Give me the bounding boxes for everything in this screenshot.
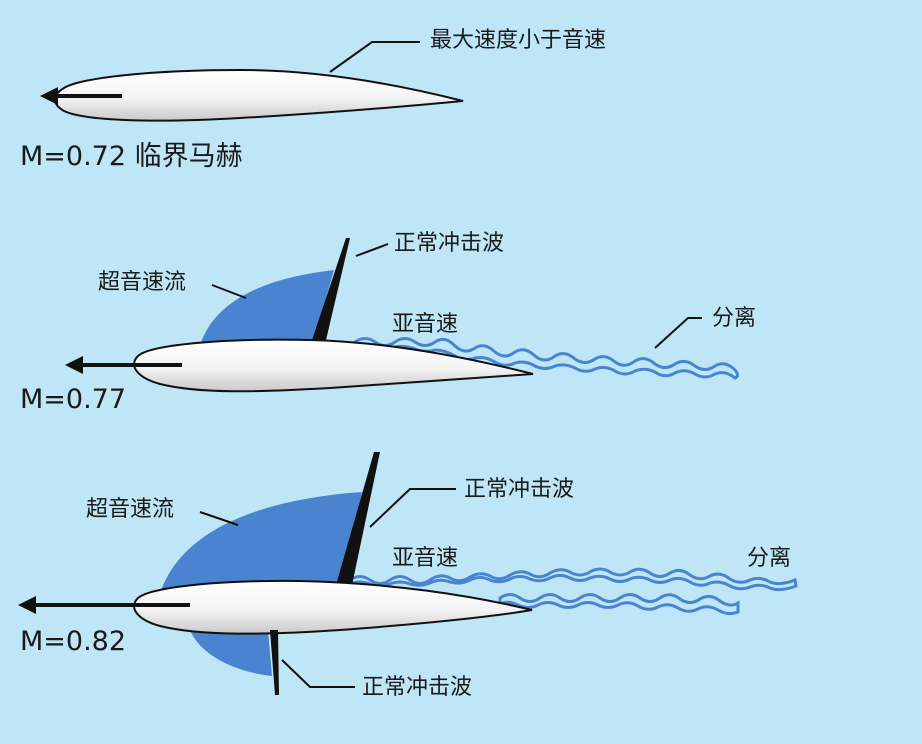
label-supersonic-2: 超音速流	[98, 270, 187, 295]
leader-shock-2	[355, 243, 389, 257]
supersonic-region-2	[200, 270, 334, 345]
wake-2	[353, 337, 739, 380]
panel-2	[65, 238, 739, 393]
normal-shock-3-bottom	[270, 630, 279, 695]
label-subsonic-3: 亚音速	[392, 546, 459, 571]
leader-supersonic-2	[211, 284, 247, 299]
normal-shock-3-top	[336, 452, 380, 585]
mach-label-1: M=0.72 临界马赫	[20, 141, 243, 172]
flight-arrow-1	[40, 87, 122, 105]
label-separation-2: 分离	[712, 306, 757, 331]
flight-arrow-3	[18, 596, 190, 614]
airfoil-3	[133, 579, 533, 635]
mach-label-3: M=0.82	[20, 626, 127, 657]
leader-shock-3-top	[369, 488, 456, 528]
flight-arrow-2	[65, 356, 182, 374]
label-max-speed: 最大速度小于音速	[430, 28, 607, 53]
label-normal-shock-3-bottom: 正常冲击波	[362, 675, 473, 700]
supersonic-region-3-bottom	[190, 630, 272, 676]
leader-shock-3-bottom	[281, 659, 355, 688]
normal-shock-2	[312, 238, 350, 340]
wake-3-upper	[348, 567, 798, 592]
leader-max-speed	[329, 41, 420, 73]
label-normal-shock-3-top: 正常冲击波	[464, 477, 575, 502]
airfoil-2	[133, 338, 534, 393]
label-normal-shock-2: 正常冲击波	[394, 231, 505, 256]
label-separation-3: 分离	[747, 546, 792, 571]
leader-supersonic-3	[199, 511, 239, 526]
leader-separation-2	[654, 317, 702, 349]
wake-3-lower	[498, 593, 740, 616]
panel-1	[40, 41, 464, 122]
mach-label-2: M=0.77	[20, 384, 127, 415]
supersonic-region-3-top	[158, 492, 362, 600]
label-subsonic-2: 亚音速	[392, 312, 459, 337]
label-supersonic-3: 超音速流	[86, 497, 175, 522]
panel-3	[18, 452, 798, 695]
